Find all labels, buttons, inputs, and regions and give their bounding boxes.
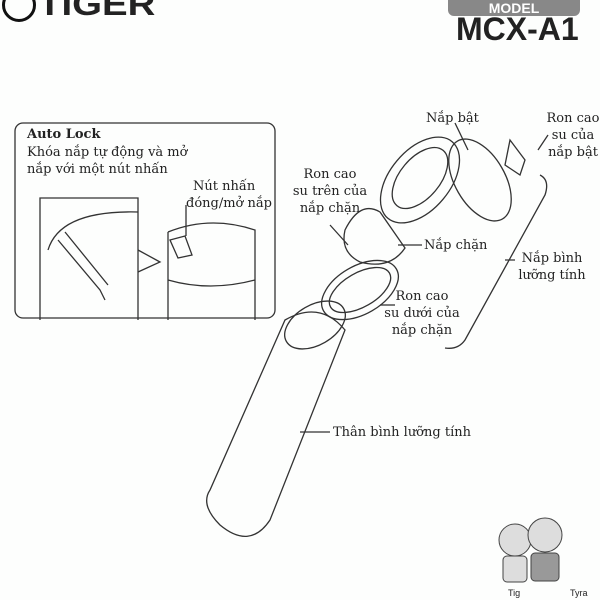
push-button	[169, 235, 193, 259]
button-label-1: Nút nhấn	[193, 179, 256, 194]
button-label-2: đóng/mở nắp	[186, 196, 272, 211]
bottle-body	[206, 311, 346, 538]
auto-lock-title: Auto Lock	[27, 127, 101, 142]
model-tag: MODEL	[448, 0, 580, 16]
auto-lock-desc-2: nắp với một nút nhấn	[27, 162, 168, 177]
label-line: Ron cao	[303, 167, 357, 182]
label-line: su của	[551, 128, 595, 143]
small-bottle-top	[167, 222, 256, 320]
auto-lock-box	[14, 122, 276, 319]
label-body: Thân bình lưỡng tính	[333, 425, 471, 440]
lower-gasket	[321, 259, 399, 321]
lid-ring-inner	[391, 146, 449, 210]
label-line: Ron cao	[395, 289, 449, 304]
mascot-tig-body	[502, 555, 528, 583]
label-line: Ron cao	[546, 111, 600, 126]
auto-lock-desc-1: Khóa nắp tự động và mở	[27, 145, 188, 160]
lid-group-bracket	[444, 174, 548, 349]
flip-lid	[448, 138, 512, 222]
closeup-frame	[39, 197, 139, 320]
label-line: su dưới của	[384, 306, 460, 321]
mascot-tyra: Tyra	[570, 588, 588, 598]
flip-gasket	[504, 138, 526, 177]
model-number: MCX-A1	[456, 11, 579, 47]
bottle-mouth	[284, 300, 346, 350]
mascot-tyra-body	[530, 552, 560, 582]
brand-logo: TIGER	[38, 0, 156, 22]
lid-ring	[379, 136, 461, 224]
label-line: nắp bật	[548, 145, 598, 160]
label-lid-group: Nắp bình lưỡng tính	[512, 250, 592, 284]
label-stopper: Nắp chặn	[424, 238, 488, 253]
stopper	[343, 207, 406, 265]
pointer	[137, 249, 162, 273]
closeup-lid	[47, 211, 139, 301]
label-line: nắp chặn	[391, 323, 453, 338]
leader-line	[329, 224, 422, 246]
tiger-logo-icon	[2, 0, 36, 22]
label-flip-gasket: Ron cao su của nắp bật	[545, 110, 600, 161]
label-lower-gasket: Ron cao su dưới của nắp chặn	[382, 288, 462, 339]
mascot-tig-head	[498, 523, 532, 557]
mascot-tig: Tig	[508, 588, 521, 598]
label-line: Nắp bình	[521, 251, 583, 266]
label-upper-gasket: Ron cao su trên của nắp chặn	[290, 166, 370, 217]
label-line: lưỡng tính	[518, 268, 586, 283]
label-line: nắp chặn	[299, 201, 361, 216]
label-flip-lid: Nắp bật	[426, 111, 479, 126]
label-line: su trên của	[292, 184, 368, 199]
mascot-tyra-head	[527, 517, 563, 553]
lower-gasket-inner	[328, 266, 392, 314]
leader-line	[454, 122, 549, 151]
